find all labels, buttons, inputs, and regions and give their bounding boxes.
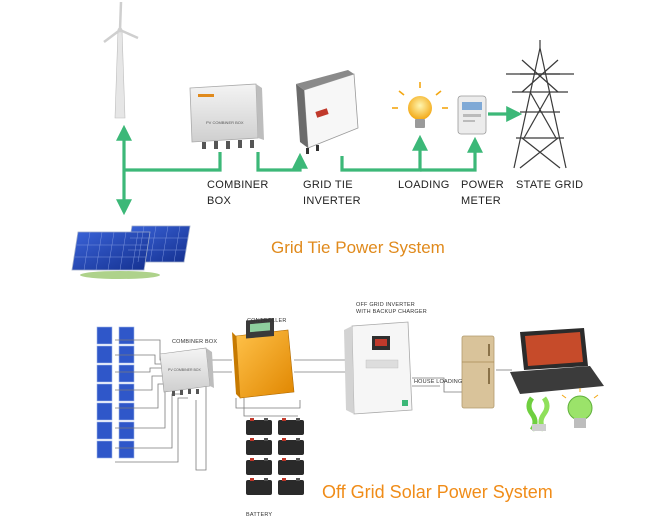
off-grid-panel xyxy=(96,383,113,402)
grid-tie-inverter-label: GRID TIE INVERTER xyxy=(303,177,361,209)
battery-cell xyxy=(246,458,272,475)
off-grid-panel xyxy=(118,383,135,402)
grid-tie-combiner-label: COMBINER BOX xyxy=(207,177,269,209)
cfl-bulb-icon xyxy=(526,396,550,432)
meter-label-line2: METER xyxy=(461,195,501,207)
state-grid-label: STATE GRID xyxy=(516,179,584,191)
off-grid-panel xyxy=(96,326,113,345)
off-grid-combiner-label: COMBINER BOX xyxy=(172,339,218,345)
off-grid-panel xyxy=(96,364,113,383)
grid-tie-title: Grid Tie Power System xyxy=(271,238,445,257)
off-grid-panel xyxy=(118,326,135,345)
off-grid-combiner-box-icon xyxy=(159,347,214,396)
combiner-label-line1: COMBINER xyxy=(207,179,269,191)
off-grid-panel xyxy=(118,421,135,440)
transmission-tower-icon xyxy=(506,40,574,169)
off-grid-inverter-icon xyxy=(344,321,413,415)
wind-turbine-icon xyxy=(103,1,139,119)
grid-tie-combiner-box-text: PV COMBINER BOX xyxy=(206,120,244,125)
battery-cell xyxy=(246,478,272,495)
off-grid-panel xyxy=(118,440,135,459)
battery-cell xyxy=(278,478,304,495)
light-bulb-icon xyxy=(392,82,448,128)
inverter-label-line2: INVERTER xyxy=(303,195,361,207)
house-loading-label: HOUSE LOADING xyxy=(414,379,463,385)
off-grid-inverter-line1: OFF GRID INVERTER xyxy=(356,302,415,308)
grid-tie-combiner-box-icon xyxy=(189,83,264,149)
off-grid-inverter-line2: WITH BACKUP CHARGER xyxy=(356,309,427,315)
combiner-label-line2: BOX xyxy=(207,195,232,207)
off-grid-solar-panels-icon xyxy=(96,326,135,459)
off-grid-panel xyxy=(118,364,135,383)
loading-label: LOADING xyxy=(398,179,450,191)
battery-label: BATTERY xyxy=(246,512,273,518)
battery-cell xyxy=(246,438,272,455)
battery-cell xyxy=(278,458,304,475)
battery-cell xyxy=(278,418,304,435)
battery-cell xyxy=(246,418,272,435)
refrigerator-icon xyxy=(461,335,495,409)
off-grid-panel xyxy=(96,345,113,364)
off-grid-panel xyxy=(96,421,113,440)
off-grid-panel xyxy=(96,402,113,421)
meter-label-line1: POWER xyxy=(461,179,505,191)
off-grid-inverter-label: OFF GRID INVERTER WITH BACKUP CHARGER xyxy=(356,302,427,316)
grid-tie-flow-lines xyxy=(116,106,523,216)
off-grid-panel xyxy=(118,402,135,421)
battery-cell xyxy=(278,438,304,455)
grid-tie-solar-panels-icon xyxy=(71,225,191,279)
power-meter-icon xyxy=(457,95,487,135)
off-grid-title: Off Grid Solar Power System xyxy=(322,482,553,502)
controller-label: CONTROLLER xyxy=(247,318,287,324)
off-grid-panel xyxy=(118,345,135,364)
off-grid-combiner-box-text: PV COMBINER BOX xyxy=(168,368,201,372)
battery-bank-icon xyxy=(246,418,304,495)
power-meter-label: POWER METER xyxy=(461,177,504,209)
led-bulb-icon xyxy=(561,388,599,428)
laptop-icon xyxy=(510,328,604,394)
grid-tie-inverter-icon xyxy=(296,70,359,154)
controller-icon xyxy=(232,318,295,399)
off-grid-panel xyxy=(96,440,113,459)
inverter-label-line1: GRID TIE xyxy=(303,179,353,191)
